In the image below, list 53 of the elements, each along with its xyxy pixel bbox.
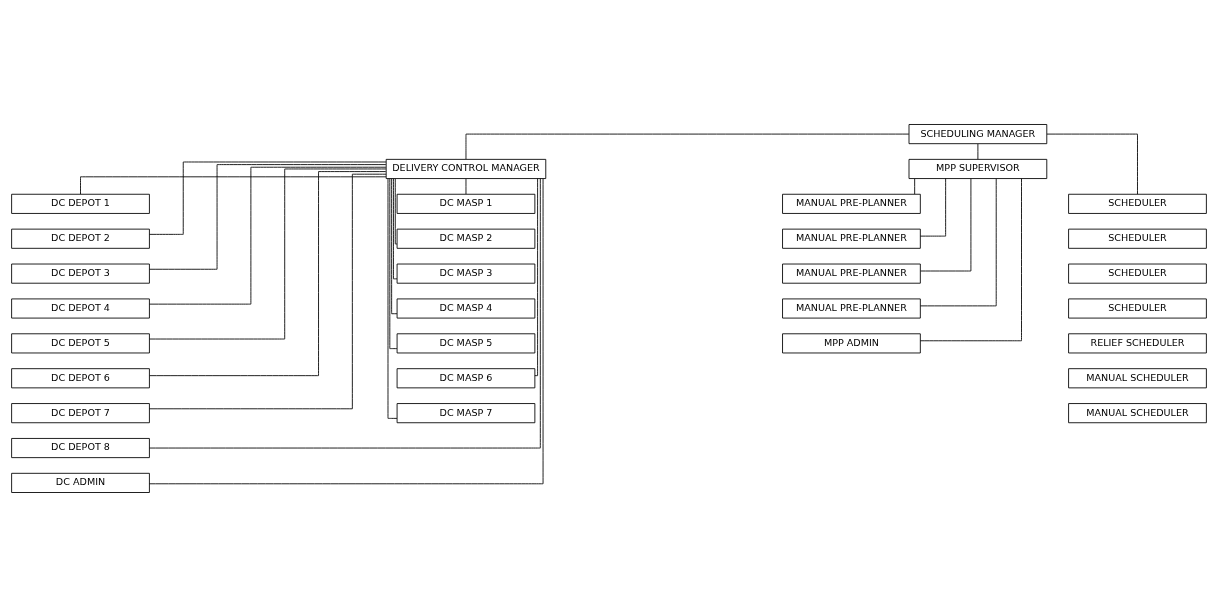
node-box: DC MASP 7: [396, 402, 536, 423]
connector: [149, 168, 387, 339]
connector: [914, 177, 916, 194]
connector: [919, 177, 1022, 341]
node-box: DC MASP 2: [396, 228, 536, 249]
connector: [919, 177, 947, 237]
node-box: DC DEPOT 6: [11, 367, 150, 388]
connector: [920, 177, 972, 271]
node-box: DC MASP 4: [396, 297, 536, 319]
connector: [465, 177, 467, 194]
connector: [393, 177, 398, 279]
node-box: DC MASP 1: [396, 193, 536, 214]
connector: [920, 177, 997, 306]
connector: [1046, 133, 1138, 195]
node-box: SCHEDULER: [1068, 228, 1207, 249]
node-box: MANUAL PRE-PLANNER: [782, 193, 921, 214]
node-box: MANUAL SCHEDULER: [1068, 367, 1207, 388]
connector: [149, 166, 387, 305]
connector: [149, 161, 387, 235]
connector: [534, 177, 539, 376]
node-box: MANUAL PRE-PLANNER: [782, 297, 921, 319]
node-box: MANUAL PRE-PLANNER: [782, 263, 921, 284]
node-box: MPP SUPERVISOR: [908, 158, 1048, 179]
node-box: DC MASP 3: [396, 263, 536, 284]
connector: [387, 177, 398, 419]
node-box: DC DEPOT 7: [11, 402, 150, 423]
node-box: DC DEPOT 4: [11, 297, 150, 319]
node-box: DC DEPOT 8: [11, 437, 150, 458]
node-box: DELIVERY CONTROL MANAGER: [385, 158, 547, 179]
connector: [389, 177, 398, 349]
node-box: RELIEF SCHEDULER: [1068, 332, 1207, 353]
connector: [149, 170, 387, 376]
node-box: SCHEDULING MANAGER: [908, 123, 1048, 144]
node-box: DC ADMIN: [11, 472, 150, 493]
connector: [391, 177, 398, 314]
node-box: DC DEPOT 5: [11, 332, 150, 353]
connector: [465, 133, 910, 159]
node-box: DC DEPOT 1: [11, 193, 150, 214]
node-box: DC MASP 6: [396, 367, 536, 388]
node-box: MPP ADMIN: [782, 332, 921, 353]
connector: [394, 177, 398, 244]
node-box: DC DEPOT 2: [11, 228, 150, 249]
node-box: DC DEPOT 3: [11, 263, 150, 284]
node-box: DC MASP 5: [396, 332, 536, 353]
connector: [80, 175, 387, 195]
node-box: MANUAL SCHEDULER: [1068, 402, 1207, 423]
node-box: SCHEDULER: [1068, 297, 1207, 319]
connector: [149, 173, 387, 409]
node-box: MANUAL PRE-PLANNER: [782, 228, 921, 249]
node-box: SCHEDULER: [1068, 193, 1207, 214]
connector: [149, 163, 387, 270]
connector: [977, 143, 979, 160]
node-box: SCHEDULER: [1068, 263, 1207, 284]
